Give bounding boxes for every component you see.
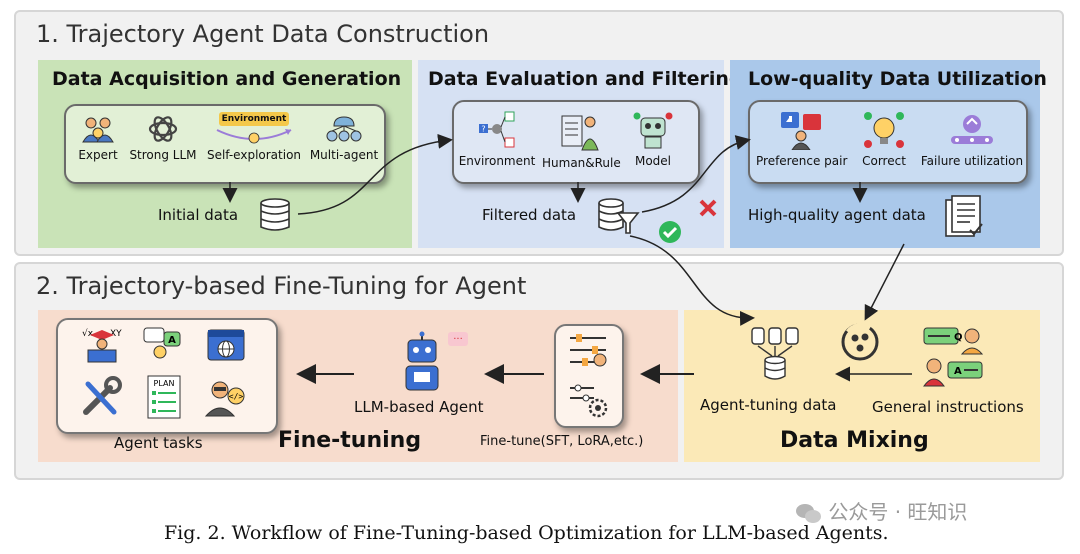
svg-text:?: ? <box>481 125 485 134</box>
finetune-method-box <box>554 324 624 428</box>
loop-arrows-icon <box>216 129 292 144</box>
section1-title: 1. Trajectory Agent Data Construction <box>36 20 490 48</box>
lq-preference-pair-label: Preference pair <box>756 154 848 168</box>
sliders-icon <box>570 334 607 367</box>
robot-judge-icon <box>633 112 673 149</box>
general-instructions-label: General instructions <box>872 398 1024 416</box>
source-expert: Expert <box>72 114 124 162</box>
chat-person-icon: A <box>143 327 181 359</box>
lq-preference-pair: Preference pair <box>756 110 848 168</box>
svg-text:Q: Q <box>954 332 963 343</box>
section2-title: 2. Trajectory-based Fine-Tuning for Agen… <box>36 272 527 300</box>
eval-environment: ? Environment <box>458 110 536 168</box>
high-quality-data-label: High-quality agent data <box>748 206 926 224</box>
svg-text:√x: √x <box>82 328 94 339</box>
lq-correct: Correct <box>856 110 912 168</box>
environment-flow-icon: ? <box>479 111 515 148</box>
initial-data-label: Initial data <box>158 206 239 224</box>
mixing-title: Data Mixing <box>780 428 929 453</box>
source-multi-agent-label: Multi-agent <box>309 148 379 162</box>
settings-gear-icon <box>570 384 608 418</box>
eval-model-label: Model <box>634 154 672 168</box>
mixing-bowl-icon <box>841 323 879 361</box>
correct-bulb-icon <box>864 112 904 148</box>
agent-tuning-data-label: Agent-tuning data <box>700 396 837 414</box>
math-student-icon: √x XY <box>82 328 122 363</box>
plan-list-icon: PLAN <box>147 375 181 419</box>
recycle-conveyor-icon <box>951 115 993 144</box>
eval-human-rule: Human&Rule <box>542 112 621 170</box>
cross-icon <box>699 199 717 217</box>
highquality-to-mixing-arrow <box>864 243 905 321</box>
check-icon <box>659 221 681 243</box>
lq-failure-utilization-label: Failure utilization <box>920 154 1024 168</box>
source-expert-label: Expert <box>78 148 118 162</box>
eval-model: Model <box>628 110 678 168</box>
evaluation-title: Data Evaluation and Filtering <box>428 68 743 90</box>
wechat-icon <box>796 503 822 524</box>
agent-tuning-data-icon <box>751 327 799 380</box>
web-browser-icon <box>207 329 245 361</box>
general-instructions-icon: Q A <box>923 327 984 387</box>
finetuning-title: Fine-tuning <box>278 428 422 453</box>
lq-failure-utilization: Failure utilization <box>920 110 1024 168</box>
svg-text:···: ··· <box>453 334 463 345</box>
source-multi-agent: Multi-agent <box>308 114 380 162</box>
expert-icon <box>82 117 114 143</box>
environment-tag: Environment <box>219 112 289 126</box>
filtered-to-mixing-arrow <box>629 235 755 326</box>
lowquality-title: Low-quality Data Utilization <box>748 68 1047 90</box>
finetune-method-label: Fine-tune(SFT, LoRA,etc.) <box>480 434 644 449</box>
source-self-exploration-label: Self-exploration <box>206 148 302 162</box>
llm-robot-icon: ··· <box>405 331 468 391</box>
multi-agent-icon <box>326 116 362 142</box>
acquisition-title: Data Acquisition and Generation <box>52 68 402 90</box>
source-strong-llm: Strong LLM <box>128 114 198 162</box>
document-checklist-icon <box>945 195 983 237</box>
watermark: 公众号 · 旺知识 <box>796 496 967 525</box>
eval-environment-label: Environment <box>458 154 536 168</box>
svg-text:</>: </> <box>229 392 244 401</box>
agent-tasks-label: Agent tasks <box>114 434 203 452</box>
lq-correct-label: Correct <box>862 154 906 168</box>
openai-icon <box>148 116 178 142</box>
svg-text:XY: XY <box>110 329 122 339</box>
svg-text:A: A <box>168 335 176 346</box>
coder-icon: </> <box>204 381 245 417</box>
llm-agent-label: LLM-based Agent <box>354 398 484 416</box>
database-icon <box>260 198 290 231</box>
filtered-to-lowquality-arrow <box>641 135 751 213</box>
human-rule-icon <box>561 115 599 151</box>
filtered-data-label: Filtered data <box>482 206 577 224</box>
watermark-text: 公众号 · 旺知识 <box>828 500 968 524</box>
initial-to-evaluation-arrow <box>297 133 453 215</box>
figure-caption: Fig. 2. Workflow of Fine-Tuning-based Op… <box>164 522 889 544</box>
eval-human-rule-label: Human&Rule <box>542 156 621 170</box>
plan-list-title: PLAN <box>154 379 175 388</box>
source-strong-llm-label: Strong LLM <box>129 148 197 162</box>
tool-repair-icon <box>83 376 122 415</box>
filter-database-icon <box>598 198 640 234</box>
svg-text:A: A <box>954 366 962 377</box>
source-self-exploration: Environment Self-exploration <box>206 112 302 162</box>
preference-pair-icon <box>781 112 821 150</box>
